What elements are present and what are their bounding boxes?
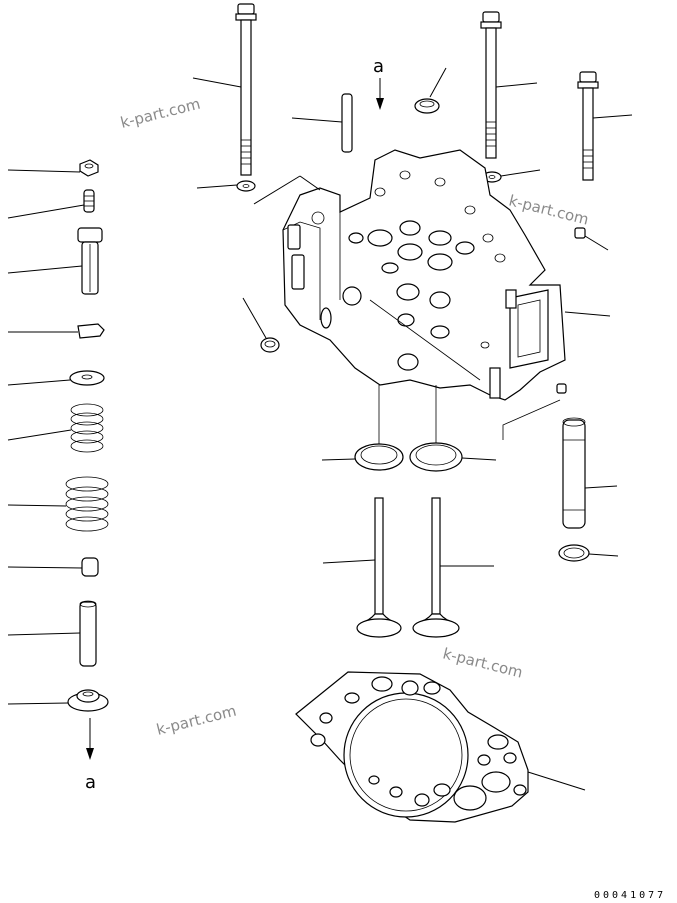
bolt-washer-left — [196, 180, 256, 192]
cylinder-head — [253, 149, 611, 401]
view-arrow-top-head — [376, 98, 384, 110]
spring-seat — [7, 370, 105, 386]
adjusting-screw — [7, 189, 95, 219]
injector-sleeve — [502, 399, 618, 529]
small-bolt-upper — [574, 227, 609, 251]
left-parts-column: a — [7, 159, 109, 793]
watermark-3: k-part.com — [441, 644, 525, 681]
outer-valve-spring — [7, 476, 109, 532]
head-bolt-right — [577, 71, 633, 181]
watermark-1: k-part.com — [119, 95, 203, 132]
valve-collet — [7, 557, 99, 577]
view-marker-bottom: a — [85, 772, 96, 793]
watermark-4: k-part.com — [155, 702, 239, 739]
valve-guide — [7, 600, 97, 667]
valve-seat-intake — [321, 385, 404, 471]
view-marker-top: a — [373, 56, 384, 77]
intake-valve — [322, 497, 402, 638]
adjusting-nut — [7, 159, 99, 177]
dowel-pin — [291, 93, 353, 153]
head-bolt-middle — [480, 11, 538, 159]
retainer-clip — [8, 323, 105, 339]
inner-valve-spring — [7, 403, 104, 453]
valve-stem-seal — [7, 689, 109, 712]
crosshead — [7, 227, 103, 295]
plug-cap — [414, 67, 447, 114]
head-gasket — [295, 671, 586, 823]
sleeve-o-ring — [558, 544, 619, 562]
head-bolt-left — [192, 3, 257, 176]
valve-seat-exhaust — [409, 385, 497, 472]
small-bolt-lower — [556, 383, 567, 394]
view-arrow-bottom-head — [86, 748, 94, 760]
exhaust-valve — [412, 497, 494, 638]
watermark-2: k-part.com — [507, 191, 591, 228]
bolt-washer-middle — [482, 169, 541, 183]
drawing-code: 00041077 — [594, 890, 666, 901]
plug-seal — [242, 297, 280, 353]
